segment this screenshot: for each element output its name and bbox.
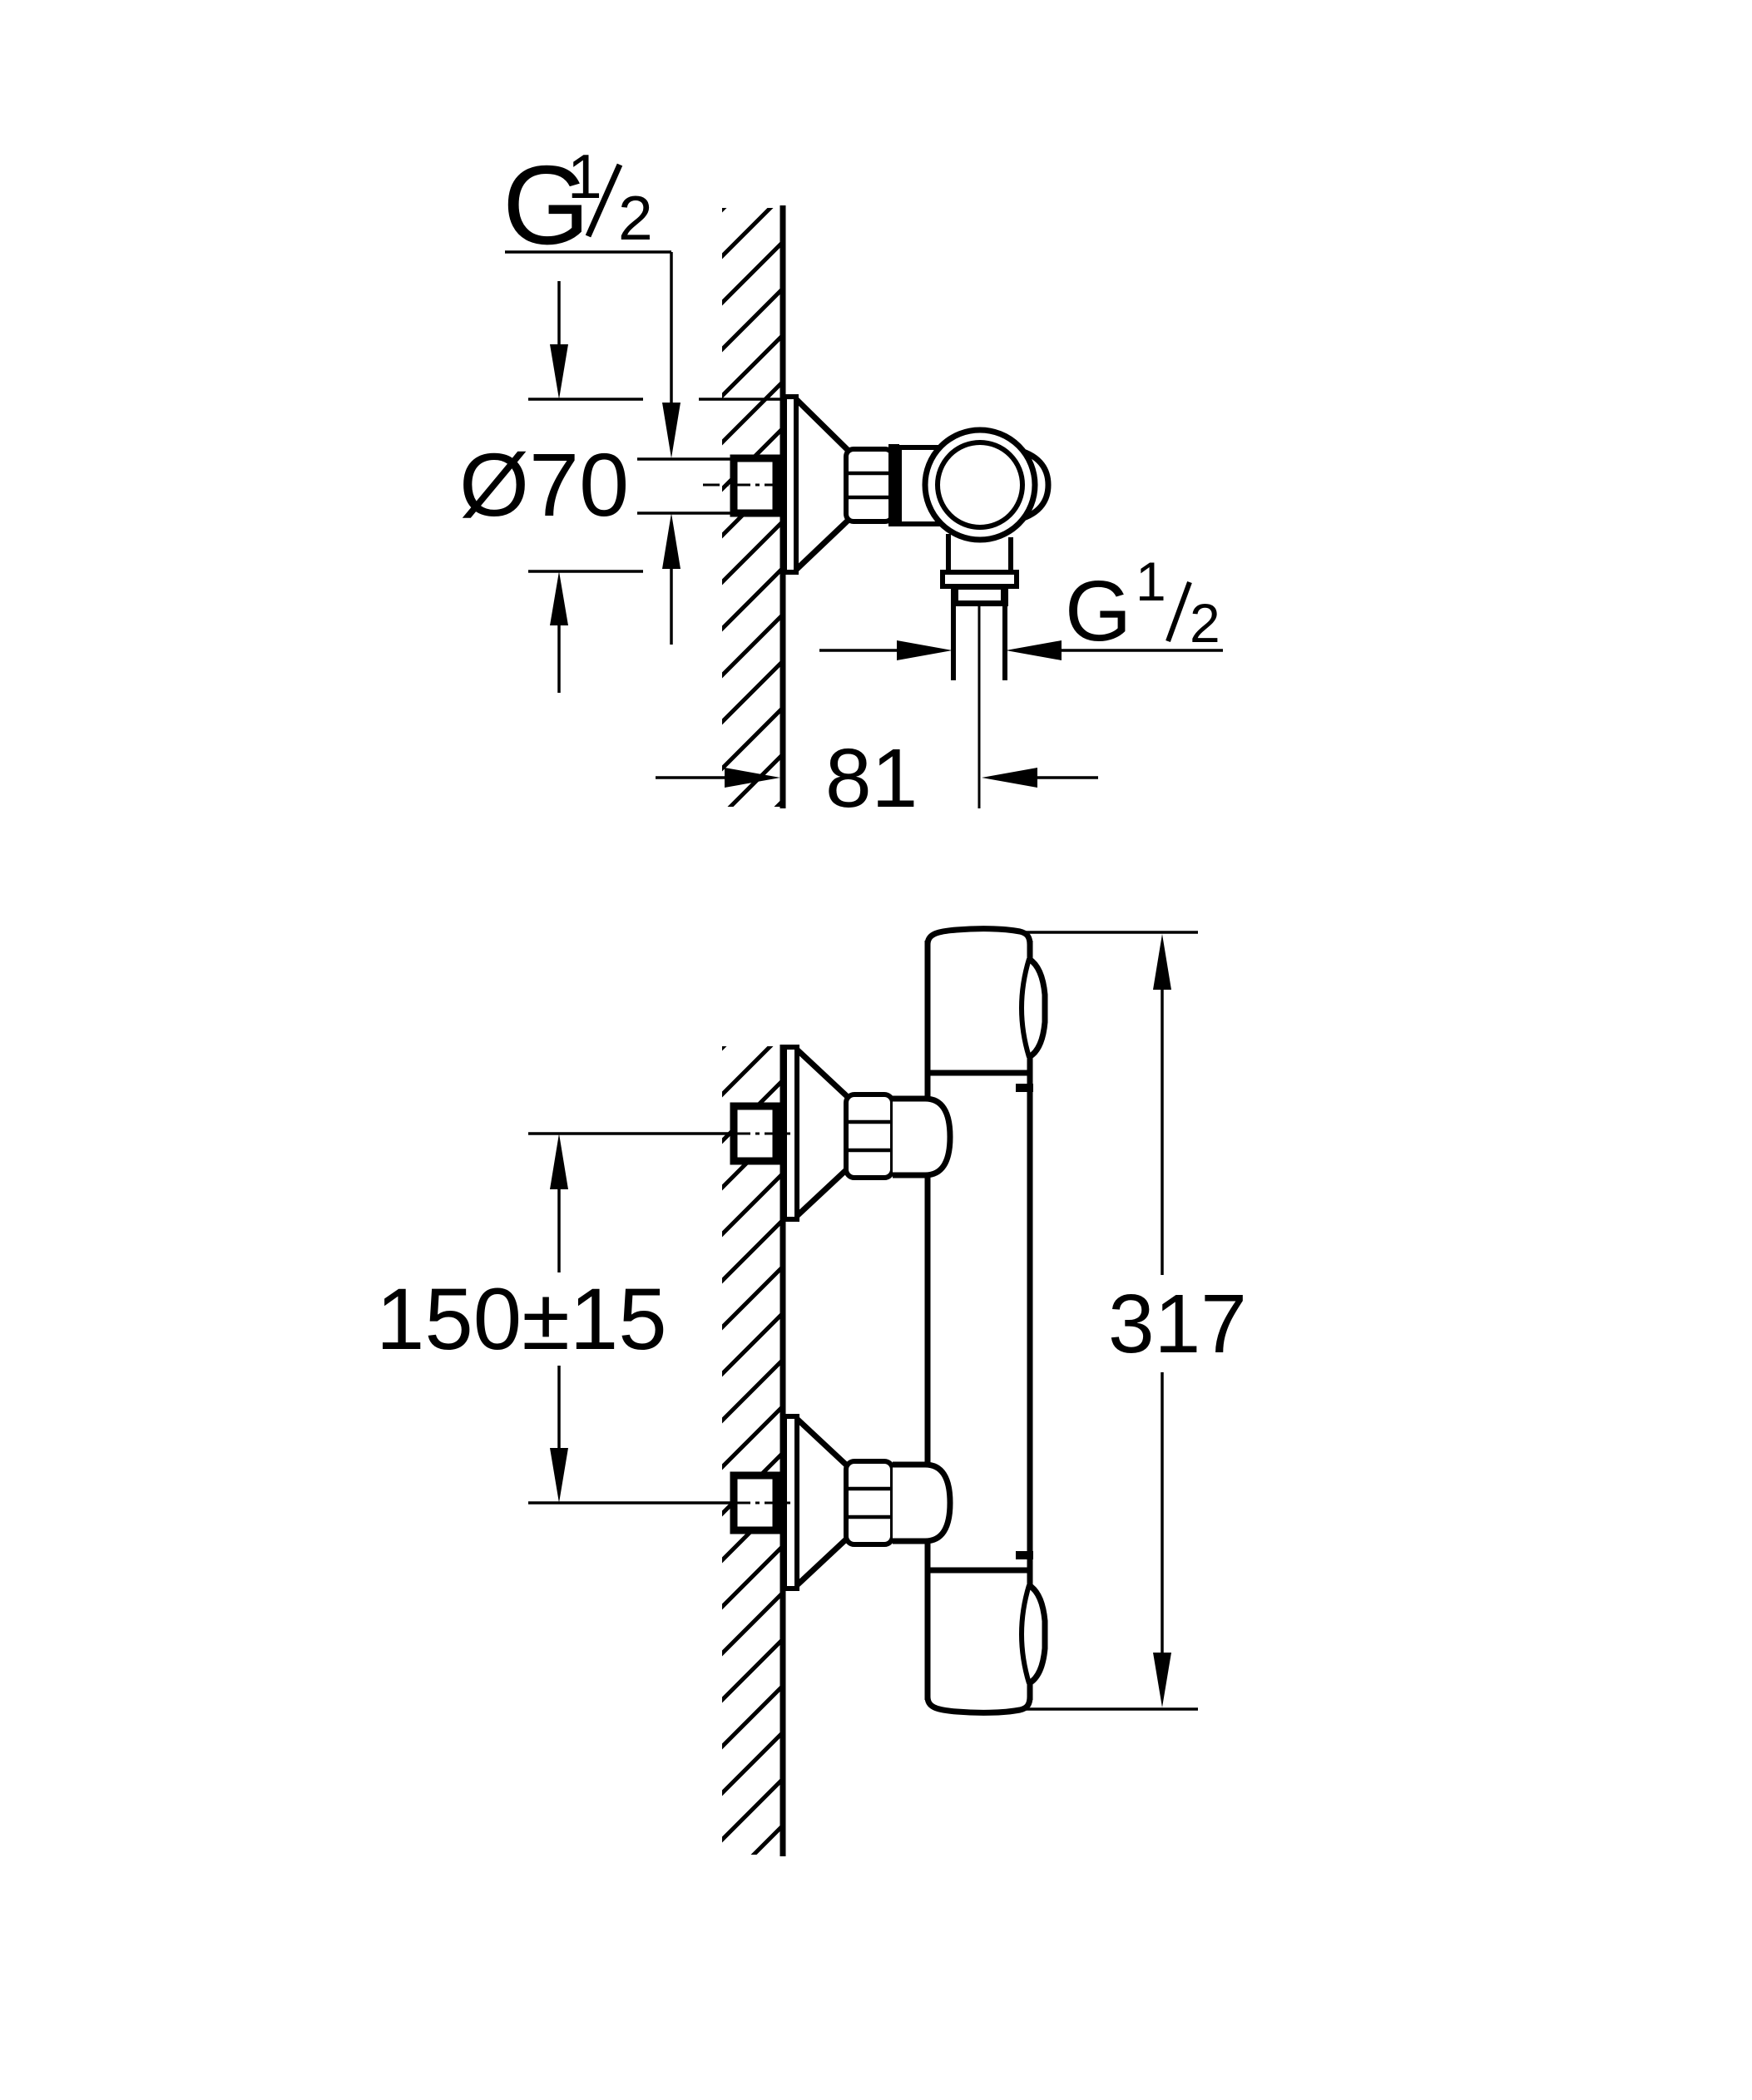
arrowhead — [1006, 640, 1062, 660]
outlet-thread-label: G — [1065, 563, 1131, 659]
dim-overall-height: 317 — [1021, 931, 1247, 1711]
top-thread-denominator: 2 — [618, 183, 653, 253]
top-thread-numerator: 1 — [567, 141, 602, 211]
escutcheon-cone — [794, 397, 850, 452]
outlet-thread-numerator: 1 — [1136, 551, 1166, 612]
arrowhead — [550, 571, 568, 625]
fraction-slash — [1166, 581, 1192, 643]
side-view — [637, 205, 1052, 808]
temp-knob — [1027, 956, 1048, 1060]
arrowhead — [725, 768, 780, 788]
valve-body-outer — [922, 427, 1038, 543]
hose-offset-label: 81 — [825, 732, 918, 825]
wall-hatch — [722, 1046, 780, 1855]
arrowhead — [897, 640, 953, 660]
union-washer — [888, 444, 899, 526]
inlet-boss — [893, 1461, 953, 1544]
union-nut — [844, 447, 895, 524]
arrowhead — [662, 513, 681, 569]
fraction-slash — [585, 163, 623, 238]
arrowhead — [1153, 934, 1171, 990]
top-thread-label: G — [502, 142, 590, 268]
arrowhead — [662, 403, 681, 458]
volume-knob — [1027, 1583, 1048, 1687]
valve-body-inner — [935, 440, 1025, 530]
arrowhead — [982, 768, 1037, 788]
overall-height-label: 317 — [1108, 1277, 1247, 1371]
outlet-flange — [940, 570, 1019, 589]
union-nut — [844, 1092, 895, 1180]
arrowhead — [550, 1448, 568, 1503]
bar-step-tab — [1016, 1551, 1033, 1559]
bar-top-cap — [924, 926, 1033, 946]
dim-top-thread: G 1 2 — [502, 141, 681, 645]
arrowhead — [550, 1134, 568, 1189]
escutcheon-flange — [782, 394, 799, 575]
dim-inlet-spacing: 150±15 — [376, 1132, 732, 1505]
arrowhead — [1153, 1653, 1171, 1707]
front-view — [703, 926, 1048, 1856]
bar-step-tab — [1016, 1084, 1033, 1092]
arrowhead — [550, 344, 568, 399]
outlet-thread-denominator: 2 — [1190, 592, 1220, 654]
union-nut — [844, 1459, 895, 1547]
dim-hose-offset: 81 — [656, 732, 1098, 825]
escutcheon-diameter-label: Ø70 — [459, 434, 629, 535]
inlet-spacing-label: 150±15 — [376, 1271, 667, 1368]
inlet-boss — [893, 1095, 953, 1178]
dim-outlet-thread: G 1 2 — [819, 551, 1223, 660]
bar-bottom-cap — [924, 1696, 1033, 1716]
dim-escutcheon-diameter: Ø70 — [459, 281, 780, 693]
